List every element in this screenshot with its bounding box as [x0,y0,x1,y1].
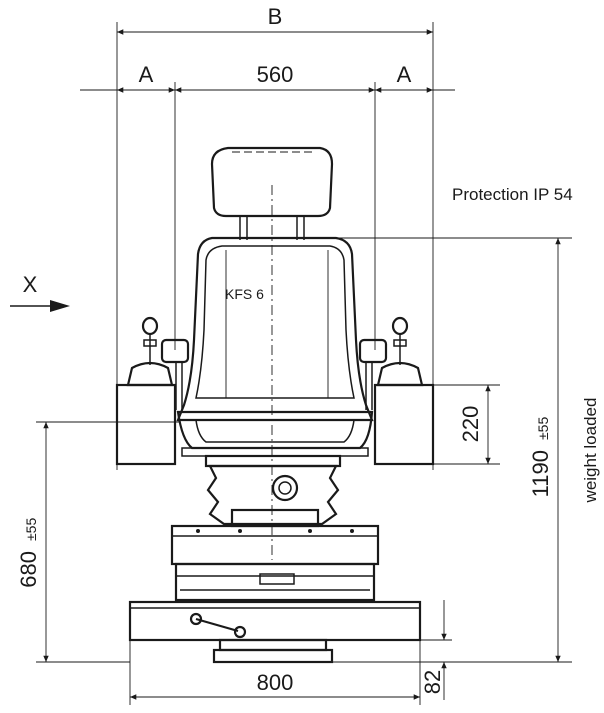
slide-rail-frame [170,524,380,602]
label-total-height-tol: ±55 [535,417,551,440]
label-base-height: 82 [420,670,445,694]
right-control-console [373,316,435,466]
seat-drawing [115,146,435,664]
dimension-lines [10,22,572,705]
label-seat-height-group: 680 ±55 [16,518,41,588]
label-seat-height-tol: ±55 [23,518,39,541]
label-seat-height: 680 [16,551,41,588]
left-control-console [115,316,177,466]
label-protection: Protection IP 54 [452,185,573,204]
backrest [176,236,374,422]
label-model: KFS 6 [225,286,264,302]
base-plate [128,600,422,664]
label-armrest-height: 220 [458,406,483,443]
label-seat-width: 560 [257,62,294,87]
suspension-bellows [204,454,342,528]
label-base-width: 800 [257,670,294,695]
label-total-height-group: 1190 ±55 [528,417,553,498]
headrest [210,146,334,240]
label-view-direction: X [23,272,38,297]
seat-cushion [176,410,374,457]
annotations: B A 560 A Protection IP 54 X KFS 6 220 1… [16,4,600,695]
label-A-right: A [397,62,412,87]
label-weight-loaded: weight loaded [581,398,600,504]
label-A-left: A [139,62,154,87]
label-B: B [268,4,283,29]
right-armrest [358,338,388,410]
label-total-height: 1190 [528,450,553,497]
view-arrow-icon [50,300,70,312]
